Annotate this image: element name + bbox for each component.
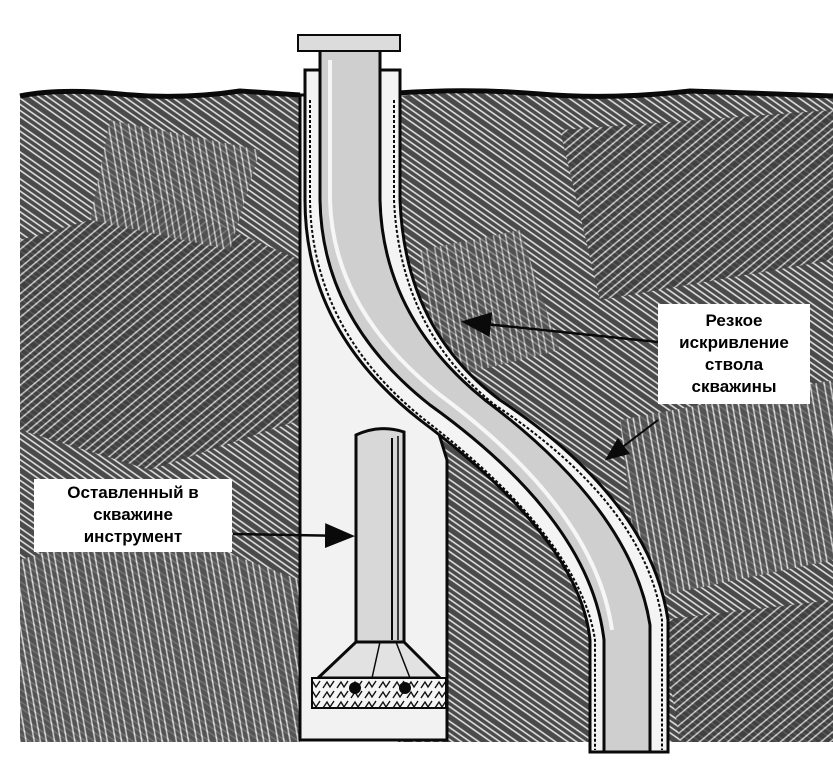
stuck-tool-label: Оставленный в скважине инструмент — [34, 479, 232, 552]
dogleg-label: Резкое искривление ствола скважины — [658, 304, 810, 404]
label-line: ствола — [658, 354, 810, 376]
ground-left — [20, 92, 300, 742]
label-line: скважины — [658, 376, 810, 398]
label-line: Оставленный в — [34, 482, 232, 504]
label-line: скважине — [34, 504, 232, 526]
casing-head-plate — [298, 35, 400, 51]
label-line: Резкое — [658, 310, 810, 332]
label-line: искривление — [658, 332, 810, 354]
label-line: инструмент — [34, 526, 232, 548]
